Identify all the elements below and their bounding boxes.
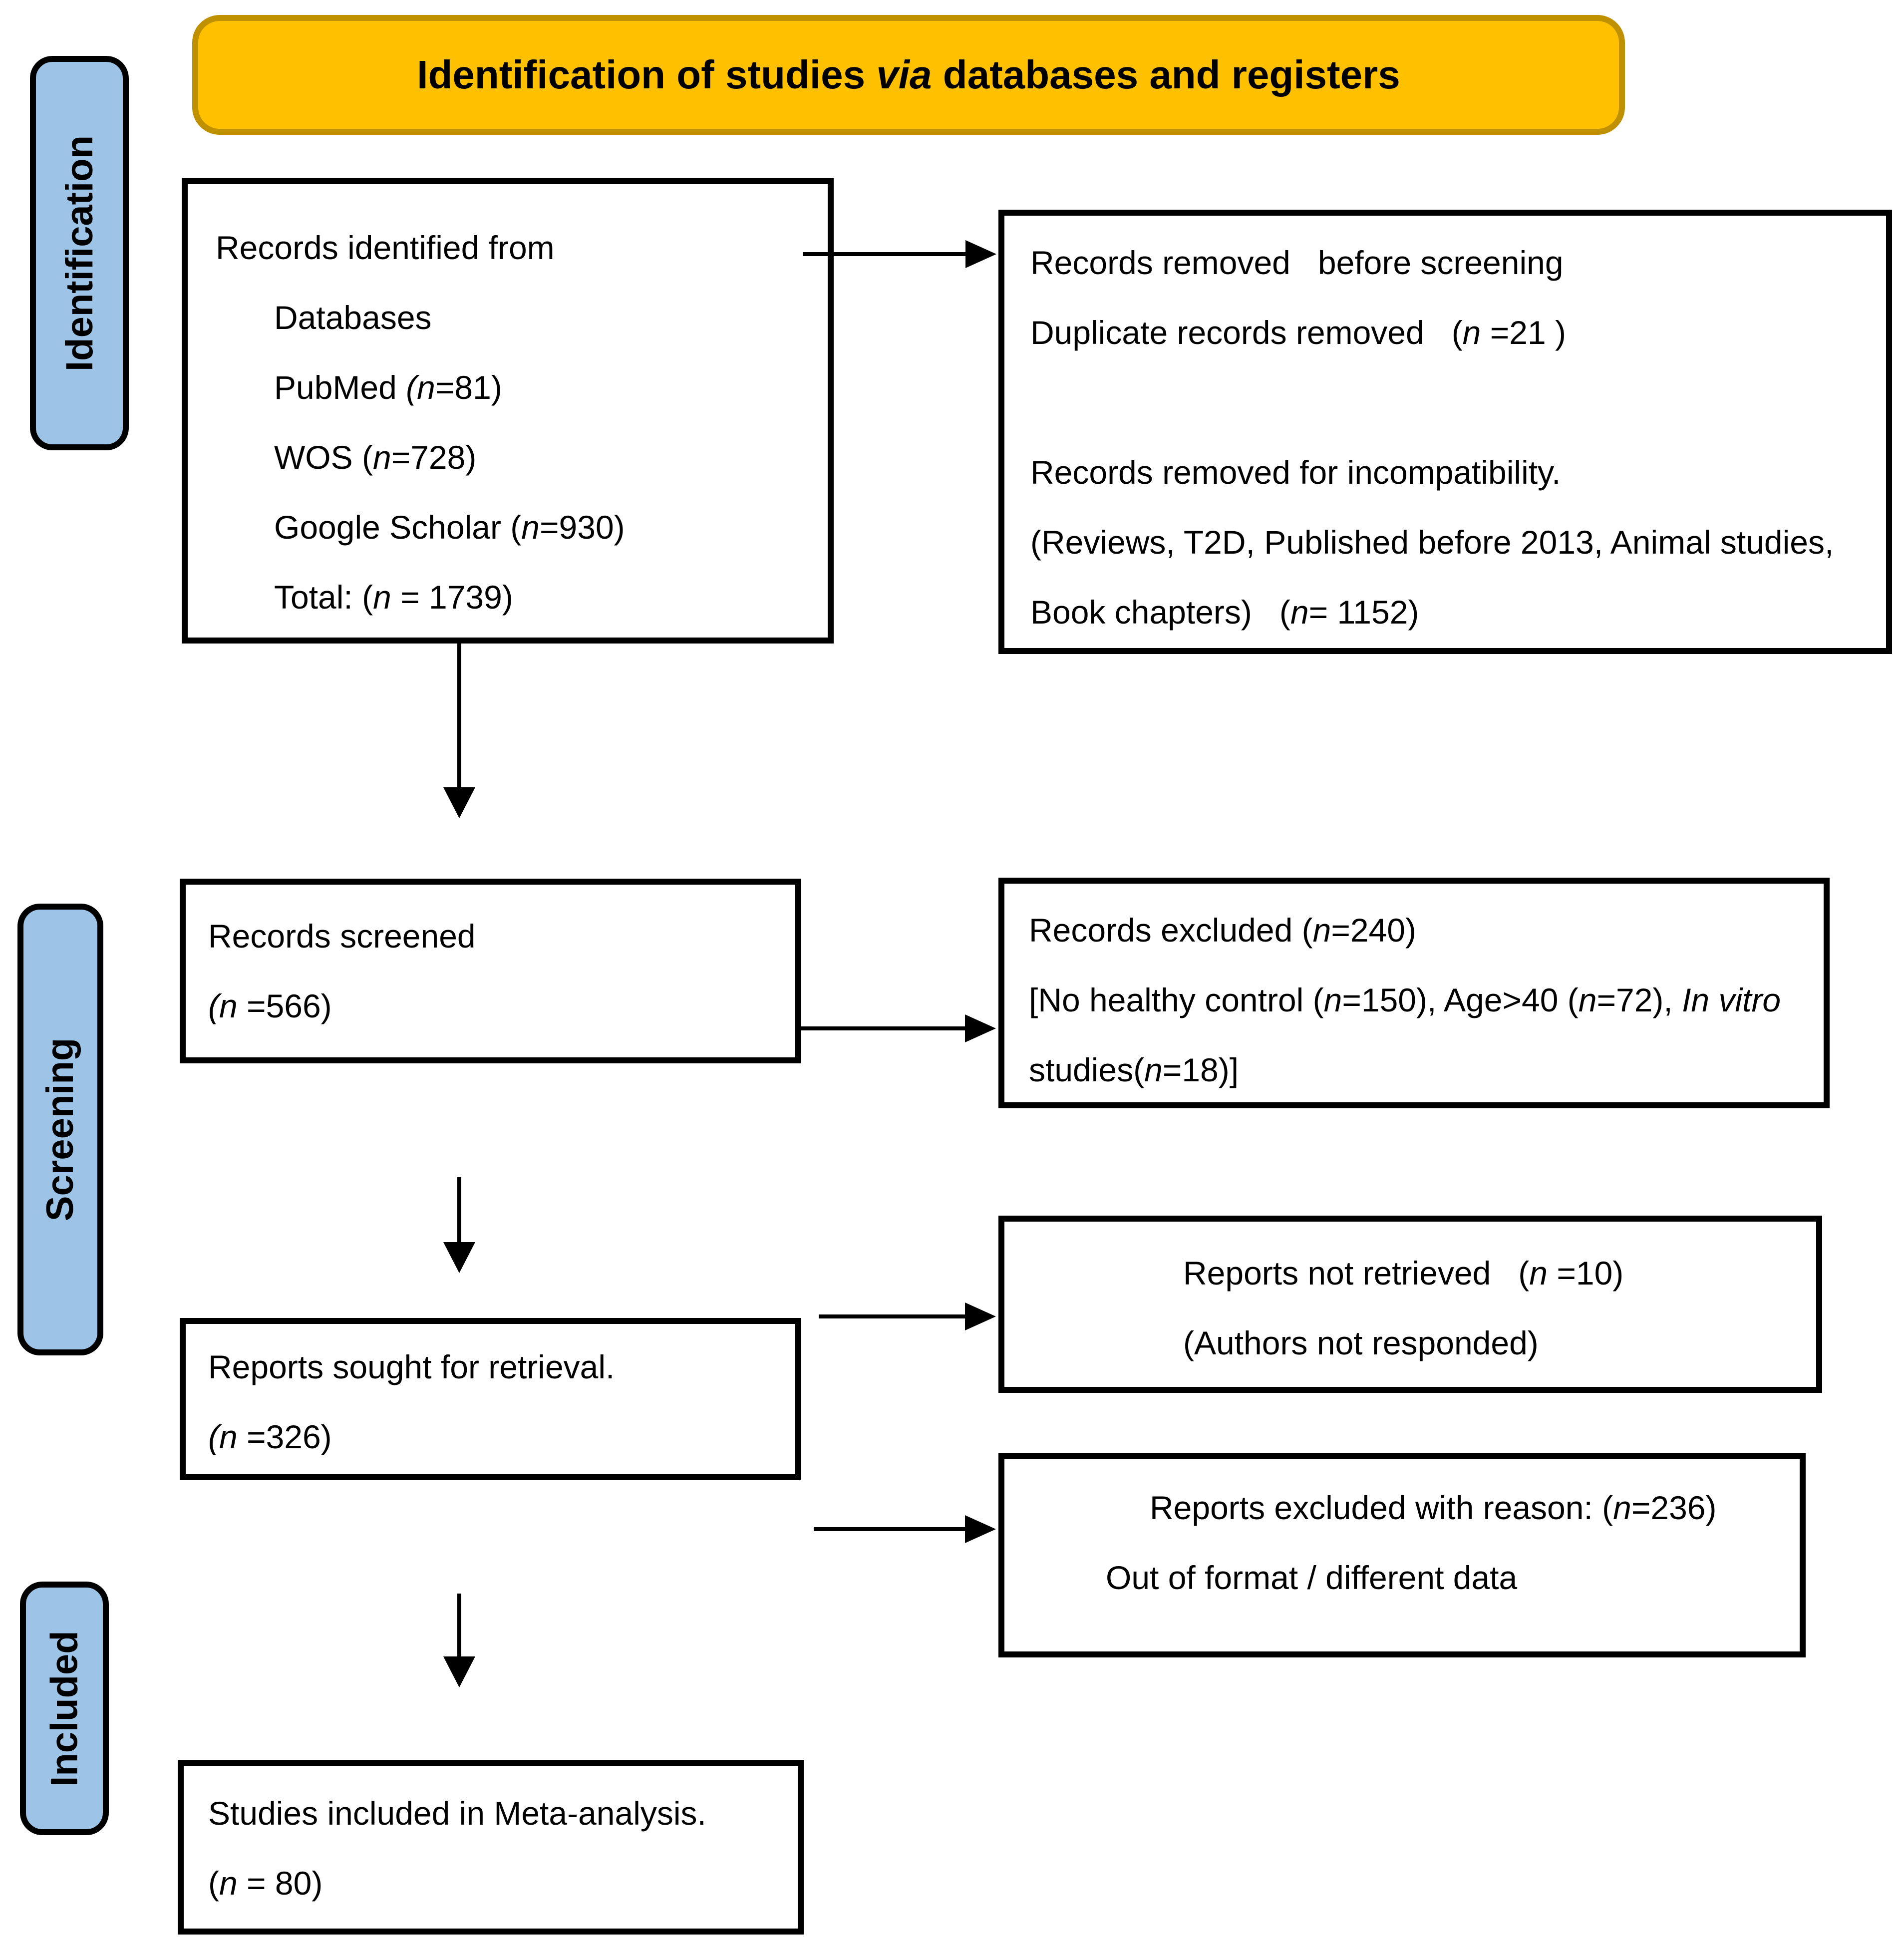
arrow-sought-to-excluded-reason-line bbox=[814, 1527, 967, 1531]
text-line: Google Scholar (n=930) bbox=[274, 509, 625, 546]
text-line: Records excluded (n=240) bbox=[1029, 912, 1416, 949]
arrow-sought-to-excluded-reason-head bbox=[965, 1515, 996, 1543]
stage-label-identification: Identification bbox=[30, 56, 129, 450]
arrow-screened-to-sought-line bbox=[457, 1177, 461, 1244]
stage-label-identification-text: Identification bbox=[58, 135, 101, 371]
box-records-removed: Records removed before screening Duplica… bbox=[998, 210, 1892, 654]
box-records-excluded: Records excluded (n=240) [No healthy con… bbox=[998, 878, 1830, 1108]
text-line: (Reviews, T2D, Published before 2013, An… bbox=[1030, 524, 1834, 561]
text-line bbox=[1030, 367, 1881, 437]
text-line: Records screened bbox=[208, 918, 476, 955]
stage-label-screening: Screening bbox=[17, 904, 103, 1355]
box-studies-included: Studies included in Meta-analysis. (n = … bbox=[178, 1760, 804, 1935]
text-line: (Authors not responded) bbox=[1183, 1324, 1539, 1361]
text-line: Out of format / different data bbox=[1106, 1559, 1518, 1596]
text-line: studies(n=18)] bbox=[1029, 1051, 1239, 1088]
text-line: Reports sought for retrieval. bbox=[208, 1348, 615, 1385]
arrow-sought-to-included-head bbox=[443, 1656, 475, 1687]
stage-label-included: Included bbox=[20, 1582, 109, 1835]
text-line: Databases bbox=[274, 299, 432, 336]
text-line: Reports not retrieved (n =10) bbox=[1183, 1255, 1624, 1292]
text-line: Duplicate records removed (n =21 ) bbox=[1030, 314, 1566, 351]
arrow-screened-to-excluded-head bbox=[965, 1014, 996, 1042]
arrow-identified-to-removed-line bbox=[803, 252, 967, 256]
text-line: (n =566) bbox=[208, 987, 332, 1024]
arrow-sought-to-not-retrieved-line bbox=[819, 1314, 967, 1318]
box-reports-excluded: Reports excluded with reason: (n=236) Ou… bbox=[998, 1453, 1806, 1657]
arrow-screened-to-sought-head bbox=[443, 1242, 475, 1273]
text-line: Reports excluded with reason: (n=236) bbox=[1150, 1489, 1717, 1526]
box-records-identified: Records identified from Databases PubMed… bbox=[182, 178, 834, 644]
box-reports-not-retrieved: Reports not retrieved (n =10) (Authors n… bbox=[998, 1216, 1822, 1393]
text-line: Records removed for incompatibility. bbox=[1030, 454, 1561, 491]
title-banner: Identification of studies via databases … bbox=[192, 15, 1625, 135]
text-line: [No healthy control (n=150), Age>40 (n=7… bbox=[1029, 981, 1781, 1018]
arrow-identified-to-screened-head bbox=[443, 787, 475, 818]
text-line: Book chapters) (n= 1152) bbox=[1030, 594, 1419, 631]
arrow-screened-to-excluded-line bbox=[801, 1026, 967, 1030]
text-line: Total: (n = 1739) bbox=[274, 579, 513, 616]
arrow-sought-to-not-retrieved-head bbox=[965, 1302, 996, 1330]
box-reports-sought: Reports sought for retrieval. (n =326) bbox=[180, 1318, 801, 1480]
text-line: PubMed (n=81) bbox=[274, 369, 502, 406]
text-line: Records identified from bbox=[216, 229, 555, 266]
stage-label-included-text: Included bbox=[43, 1630, 86, 1787]
text-line: (n = 80) bbox=[208, 1865, 323, 1902]
box-records-screened: Records screened (n =566) bbox=[180, 879, 801, 1063]
text-line: WOS (n=728) bbox=[274, 439, 477, 476]
text-line: (n =326) bbox=[208, 1418, 332, 1455]
stage-label-screening-text: Screening bbox=[39, 1037, 82, 1222]
arrow-identified-to-removed-head bbox=[965, 240, 996, 268]
text-line: Studies included in Meta-analysis. bbox=[208, 1795, 706, 1832]
arrow-identified-to-screened-line bbox=[457, 644, 461, 789]
arrow-sought-to-included-line bbox=[457, 1594, 461, 1658]
text-line: Records removed before screening bbox=[1030, 244, 1564, 281]
